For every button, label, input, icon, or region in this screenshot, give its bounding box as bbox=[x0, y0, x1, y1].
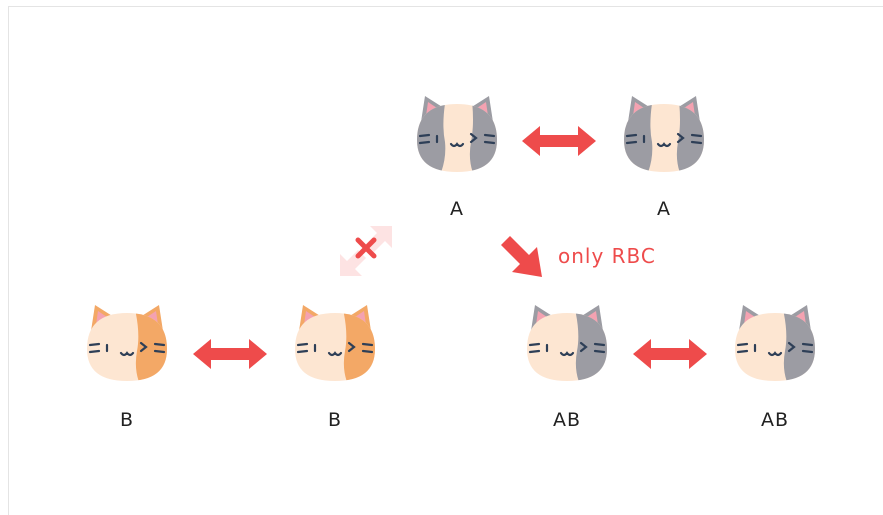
cat-face-icon bbox=[735, 305, 815, 381]
double-arrow-icon-b bbox=[193, 337, 267, 371]
label-ab-right: AB bbox=[760, 409, 790, 431]
cross-icon bbox=[355, 237, 377, 259]
cat-face-icon bbox=[624, 96, 704, 172]
double-arrow-icon-a bbox=[522, 124, 596, 158]
cat-face-icon bbox=[87, 305, 167, 381]
cat-face-icon bbox=[295, 305, 375, 381]
label-a-left: A bbox=[450, 198, 464, 220]
cat-ab-left bbox=[517, 301, 617, 383]
label-ab-left: AB bbox=[552, 409, 582, 431]
label-b-left: B bbox=[119, 409, 135, 431]
cat-a-right bbox=[614, 92, 714, 174]
label-b-right: B bbox=[327, 409, 343, 431]
diagonal-arrow-icon bbox=[501, 236, 543, 278]
only-rbc-note: only RBC bbox=[558, 244, 656, 268]
cat-ab-right bbox=[725, 301, 825, 383]
label-a-right: A bbox=[657, 198, 671, 220]
diagram-canvas bbox=[8, 6, 883, 515]
cat-face-icon bbox=[527, 305, 607, 381]
double-arrow-icon-ab bbox=[633, 337, 707, 371]
blocked-transfer bbox=[338, 224, 394, 278]
cat-b-left bbox=[77, 301, 177, 383]
cat-a-left bbox=[407, 92, 507, 174]
cat-face-icon bbox=[417, 96, 497, 172]
cat-b-right bbox=[285, 301, 385, 383]
